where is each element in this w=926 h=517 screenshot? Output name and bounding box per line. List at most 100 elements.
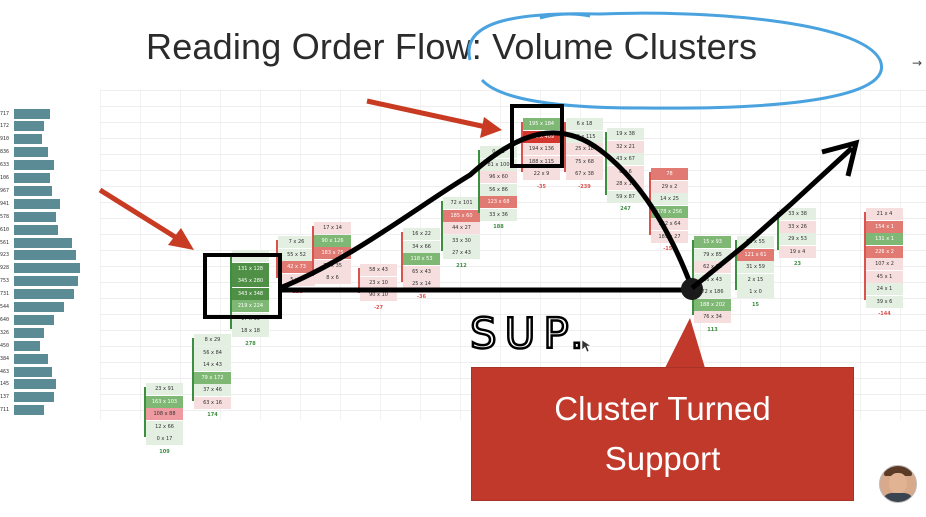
footprint-cell: 31 x 59 (737, 261, 774, 273)
footprint-cell: 34 x 66 (403, 240, 440, 253)
profile-label: 450 (0, 342, 14, 349)
profile-bar (14, 302, 64, 312)
footprint-cell: 32 x 21 (607, 140, 644, 153)
next-arrow-icon[interactable]: → (912, 56, 923, 70)
delta-label: -36 (416, 293, 427, 300)
footprint-cell: 123 x 68 (480, 196, 517, 208)
profile-bar (14, 134, 42, 145)
footprint-cell: 18 x 18 (232, 325, 269, 337)
profile-label: 711 (0, 407, 14, 414)
profile-row: 967 (0, 185, 52, 196)
footprint-cell: 21 x 4 (866, 208, 903, 220)
footprint-cell: 33 x 38 (779, 208, 816, 220)
profile-row: 544 (0, 302, 64, 313)
profile-row: 137 (0, 392, 54, 403)
candle-body (192, 338, 194, 401)
candle-body (864, 212, 866, 300)
profile-row: 711 (0, 405, 44, 416)
footprint-cell: 33 x 30 (443, 234, 480, 247)
footprint-cell: 33 x 26 (779, 220, 816, 233)
profile-row: 145 (0, 379, 56, 390)
footprint-cell: 16 x 22 (403, 228, 440, 240)
profile-label: 967 (0, 187, 14, 194)
profile-bar (14, 173, 50, 183)
delta-label: -144 (878, 311, 891, 317)
profile-bar (14, 147, 48, 158)
red-arrow-top (366, 98, 502, 138)
delta-label: -27 (373, 304, 384, 311)
profile-bar (14, 340, 40, 351)
candle-body (692, 240, 694, 315)
profile-row: 731 (0, 289, 74, 300)
profile-row: 172 (0, 121, 44, 132)
footprint-cell: 25 x 14 (403, 278, 440, 290)
footprint-cell: 194 x 136 (523, 143, 560, 155)
profile-row: 928 (0, 263, 80, 274)
candle-body (564, 122, 566, 172)
profile-bar (14, 185, 52, 196)
cluster-box-left (203, 253, 282, 319)
footprint-cell: 8 x 6 (314, 272, 351, 284)
footprint-cell: 42 x 73 (278, 261, 315, 273)
highlight-circle (467, 11, 883, 110)
footprint-cell: 44 x 27 (443, 222, 480, 234)
footprint-cell: 45 x 1 (866, 270, 903, 283)
footprint-cell: 8 x 29 (194, 334, 231, 346)
footprint-cell: 154 x 1 (866, 220, 903, 233)
footprint-cell: 72 x 186 (694, 286, 731, 298)
delta-label: 15 (752, 301, 759, 308)
profile-bar (14, 314, 54, 325)
candle-body (735, 240, 737, 290)
highlight-circle-tail (539, 12, 591, 20)
footprint-cell: 79 x 85 (694, 248, 731, 261)
mouse-cursor-icon (582, 340, 592, 352)
footprint-cell: 67 x 38 (566, 168, 603, 180)
callout-text: Cluster Turned Support (554, 390, 771, 477)
footprint-cell: 1 x 0 (737, 286, 774, 298)
profile-bar (14, 250, 76, 261)
footprint-cell: 0 x 17 (146, 433, 183, 445)
candle-body (144, 387, 146, 437)
footprint-cell: 23 x 10 (360, 276, 397, 289)
profile-label: 106 (0, 175, 14, 181)
red-arrow-left (98, 187, 194, 250)
footprint-cell: 345 x 280 (232, 275, 269, 287)
profile-bar (14, 263, 80, 274)
footprint-cell: 78 (651, 168, 688, 180)
profile-row: 578 (0, 211, 56, 222)
profile-bar (14, 392, 54, 403)
delta-label: 247 (620, 206, 631, 212)
footprint-cell: 58 x 43 (360, 264, 397, 276)
candle-body (230, 254, 232, 329)
footprint-cell: 27 x 43 (443, 247, 480, 259)
profile-label: 923 (0, 252, 14, 259)
profile-row: 910 (0, 134, 42, 145)
footprint-cell: 19 x 38 (607, 128, 644, 140)
footprint-cell: 29 x 2 (651, 180, 688, 193)
profile-row: 923 (0, 250, 76, 261)
profile-label: 640 (0, 316, 14, 323)
profile-row: 633 (0, 160, 54, 171)
profile-bar (14, 353, 48, 364)
footprint-cell: 56 x 84 (194, 346, 231, 359)
footprint-cell: 12 x 66 (146, 420, 183, 433)
footprint-cell: 178 x 256 (651, 205, 688, 218)
profile-row: 450 (0, 340, 40, 351)
footprint-cell: 75 x 68 (566, 155, 603, 168)
footprint-cell: 6 x 18 (566, 118, 603, 130)
footprint-cell: 107 x 2 (866, 258, 903, 270)
footprint-cell: 2 x 15 (737, 273, 774, 286)
footprint-cell: 63 x 16 (194, 396, 231, 409)
candle-body (276, 240, 278, 278)
profile-label: 463 (0, 368, 14, 375)
footprint-cell: 79 x 115 (566, 130, 603, 143)
profile-bar (14, 224, 58, 235)
profile-row: 836 (0, 147, 48, 158)
profile-row: 717 (0, 108, 50, 119)
support-arc (279, 130, 695, 291)
profile-bar (14, 108, 50, 119)
footprint-cell: 79 x 172 (194, 371, 231, 384)
